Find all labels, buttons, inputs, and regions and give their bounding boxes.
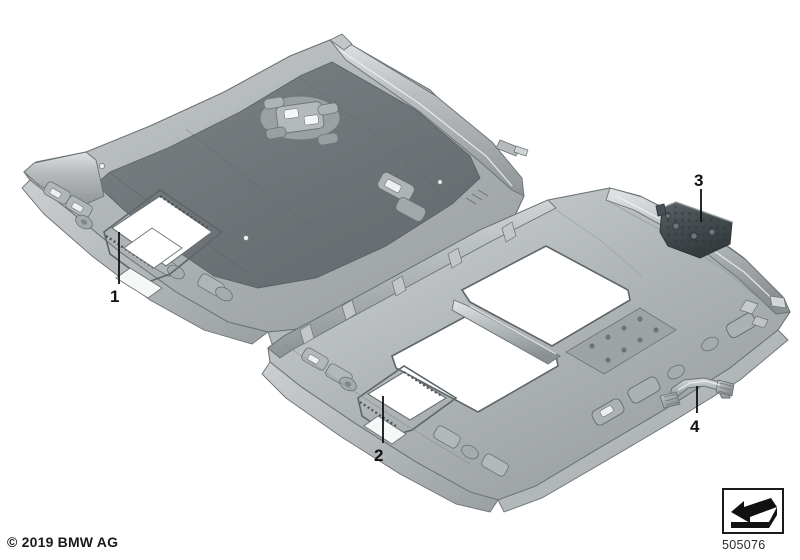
callout-number-3: 3 — [694, 171, 704, 190]
part-3-stud — [690, 232, 698, 240]
part-1-lower-sill — [21, 179, 270, 345]
callout-number-2: 2 — [374, 446, 384, 465]
view-symbol-arrow — [731, 498, 777, 523]
part-2-front-band — [261, 361, 499, 513]
callout-number-1: 1 — [110, 287, 120, 306]
part-2-rear-ribs — [739, 295, 787, 329]
part-2-console-cutout — [357, 365, 458, 445]
part-2-shade-guide — [565, 307, 677, 375]
part-2-rear-band — [497, 329, 789, 513]
part-3-stud — [665, 213, 671, 219]
part-2-shade-guide-holes — [589, 316, 659, 363]
part-2-cross-member — [451, 299, 561, 365]
part-1-console-cutout — [103, 189, 224, 299]
copyright-notice: © 2019 BMW AG — [7, 534, 119, 550]
part-1-headliner-without-sunroof — [21, 33, 529, 345]
part-2-front-pockets — [301, 347, 509, 477]
part-3-stud — [708, 228, 716, 236]
callout-leader-lines — [118, 189, 702, 443]
callout-number-4: 4 — [690, 417, 700, 436]
part-3-stud — [672, 222, 680, 230]
part-3-texture — [663, 206, 728, 252]
part-2-roof-opening-front — [460, 245, 631, 347]
view-symbol-base-side — [769, 507, 777, 528]
part-2-edge-ribs — [299, 221, 517, 345]
part-2-side-rail-lower — [267, 199, 557, 359]
part-2-rear-pockets — [591, 312, 757, 426]
part-1-clip — [437, 179, 443, 185]
part-2-headliner-with-panoramic-roof — [261, 187, 791, 513]
part-4-right-mount — [715, 379, 735, 397]
part-1-front-rail — [328, 39, 525, 197]
part-1-top-tab — [329, 33, 353, 51]
part-1-clip — [243, 235, 249, 241]
part-1-clip — [99, 163, 105, 169]
part-1-roof-console — [259, 95, 341, 146]
part-3-trim-panel — [655, 201, 733, 259]
part-3-tab — [655, 203, 667, 217]
view-symbol-base — [731, 522, 769, 528]
direction-of-view-symbol — [722, 488, 784, 534]
part-1-handle-pockets — [377, 171, 427, 222]
diagram-part-number: 505076 — [722, 538, 766, 552]
part-4-grab-handle — [659, 377, 735, 409]
